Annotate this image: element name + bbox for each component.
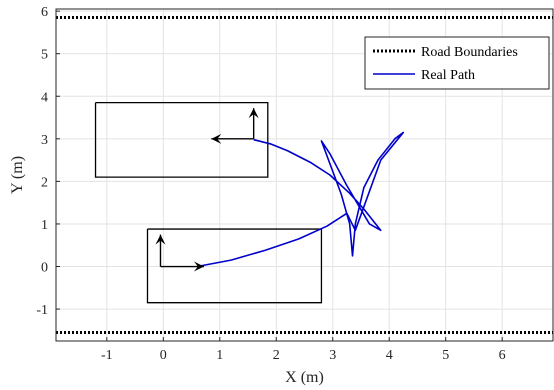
y-tick-label: 4 (41, 90, 48, 105)
legend-label-real-path: Real Path (421, 68, 475, 83)
x-tick-label: 1 (216, 348, 223, 363)
x-tick-label: 0 (160, 348, 167, 363)
y-axis-label: Y (m) (9, 156, 26, 194)
legend: Road Boundaries Real Path (364, 36, 550, 90)
y-tick-labels: -1 0 1 2 3 4 5 6 (36, 5, 60, 318)
frame-arrow (155, 234, 166, 267)
frame-arrows (155, 108, 259, 272)
vehicle-box (146, 228, 323, 304)
axes-box (55, 8, 554, 342)
y-tick-label: -1 (36, 303, 48, 318)
road-boundary-lines (56, 16, 553, 334)
y-tick-label: 0 (41, 261, 48, 276)
x-tick-labels: -1 0 1 2 3 4 5 6 (101, 337, 506, 363)
frame-arrow (160, 261, 204, 272)
y-tick-label: 6 (41, 5, 48, 20)
frame-arrow-head (155, 234, 166, 245)
x-tick-label: 3 (329, 348, 336, 363)
x-tick-label: 6 (499, 348, 506, 363)
frame-arrow-head (211, 133, 222, 144)
x-tick-label: 4 (386, 348, 393, 363)
legend-box (364, 36, 550, 90)
real-path-line (197, 131, 405, 268)
frame-arrow (248, 108, 259, 139)
y-tick-label: 5 (41, 48, 48, 63)
x-tick-label: -1 (101, 348, 113, 363)
x-axis-label: X (m) (285, 369, 324, 386)
real-path-group (197, 131, 405, 268)
y-tick-label: 3 (41, 133, 48, 148)
vehicle-boxes (94, 101, 323, 304)
y-tick-label: 2 (41, 175, 48, 190)
frame-arrow-head (248, 108, 259, 119)
frame-arrow-head (193, 261, 204, 272)
vehicle-box (94, 101, 269, 178)
x-tick-label: 5 (442, 348, 449, 363)
legend-label-road-boundaries: Road Boundaries (421, 45, 518, 60)
x-tick-label: 2 (273, 348, 280, 363)
y-tick-label: 1 (41, 218, 48, 233)
frame-arrow (211, 133, 254, 144)
